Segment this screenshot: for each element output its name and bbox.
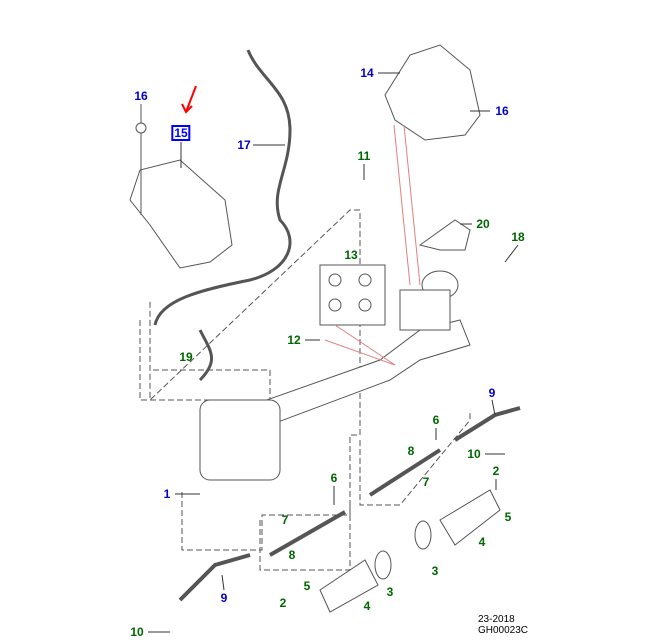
boot-clamp-upper [414, 520, 432, 550]
callout-13[interactable]: 13 [344, 248, 358, 262]
red-arrow-icon [181, 85, 197, 114]
callout-5[interactable]: 5 [504, 510, 512, 524]
drawing-reference: 23-2018 GH00023C [478, 614, 528, 636]
callout-6[interactable]: 6 [432, 413, 440, 427]
bushing-set [319, 264, 386, 326]
callout-3[interactable]: 3 [431, 564, 439, 578]
outer-tie-rod-lower [178, 553, 251, 602]
mounting-bracket [418, 219, 471, 251]
steering-cover [384, 44, 481, 141]
callout-17[interactable]: 17 [237, 138, 251, 152]
footer-date: 23-2018 [478, 614, 515, 625]
wiring-harness [153, 49, 292, 382]
callout-7[interactable]: 7 [422, 475, 430, 489]
callout-16[interactable]: 16 [134, 89, 148, 103]
callout-4[interactable]: 4 [478, 535, 486, 549]
callout-6[interactable]: 6 [330, 471, 338, 485]
callout-16[interactable]: 16 [495, 104, 509, 118]
heat-shield [129, 159, 233, 269]
inner-tie-rod-upper [368, 448, 442, 497]
callout-10[interactable]: 10 [130, 625, 144, 639]
callout-4[interactable]: 4 [363, 599, 371, 613]
guide-lines [324, 124, 421, 366]
group-frame-main [149, 209, 361, 551]
group-frame-inner-tie [359, 410, 471, 506]
callout-8[interactable]: 8 [407, 444, 415, 458]
callout-leader-lines [148, 72, 519, 633]
boot-clamp-lower [374, 550, 392, 580]
callout-2[interactable]: 2 [492, 464, 500, 478]
callout-9[interactable]: 9 [220, 591, 228, 605]
callout-19[interactable]: 19 [179, 350, 193, 364]
callout-10[interactable]: 10 [467, 447, 481, 461]
inner-tie-rod-lower [269, 510, 346, 557]
callout-8[interactable]: 8 [288, 548, 296, 562]
group-frame-tierod [259, 505, 351, 571]
callout-2[interactable]: 2 [279, 596, 287, 610]
callout-5[interactable]: 5 [303, 579, 311, 593]
pinion-housing [399, 270, 459, 331]
boot-upper [439, 489, 501, 546]
callout-15[interactable]: 15 [171, 125, 191, 141]
callout-9[interactable]: 9 [488, 386, 496, 400]
footer-code: GH00023C [478, 625, 529, 636]
callout-12[interactable]: 12 [287, 333, 301, 347]
group-frame-wiring [139, 320, 271, 401]
callout-11[interactable]: 11 [357, 149, 371, 163]
motor-housing [199, 399, 281, 481]
callout-3[interactable]: 3 [386, 585, 394, 599]
callout-7[interactable]: 7 [281, 513, 289, 527]
callout-14[interactable]: 14 [360, 66, 374, 80]
callout-20[interactable]: 20 [476, 217, 490, 231]
callout-1[interactable]: 1 [163, 487, 171, 501]
outer-tie-rod-upper [453, 406, 521, 442]
boot-lower [319, 559, 379, 613]
bolt [135, 104, 147, 215]
callout-18[interactable]: 18 [511, 230, 525, 244]
